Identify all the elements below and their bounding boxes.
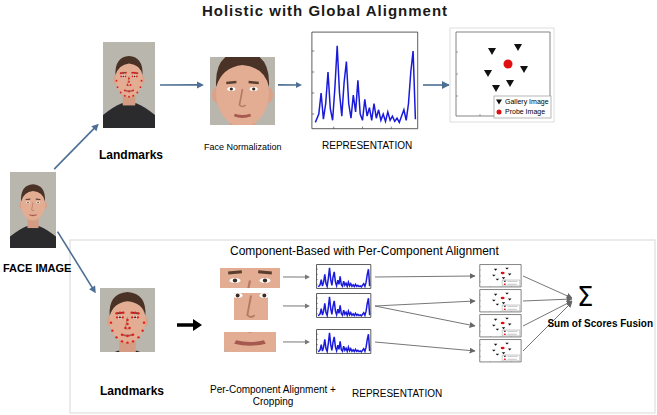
image-node: Landmarks xyxy=(103,42,155,128)
legend-marker xyxy=(497,110,502,115)
landmark-photo xyxy=(103,42,155,128)
free-label: Σ xyxy=(577,282,593,313)
illustration-part xyxy=(375,301,475,306)
legend-frame xyxy=(494,96,551,118)
histogram-plot xyxy=(312,32,418,129)
node-label: Per-Component Alignment + Cropping xyxy=(198,384,348,408)
arrow-head xyxy=(91,124,98,131)
connector-arrow xyxy=(160,81,204,88)
node-label: Face Normalization xyxy=(204,142,282,153)
illustration-part xyxy=(523,299,572,301)
arrow-head xyxy=(296,82,302,88)
image-node: Per-Component Alignment + Cropping xyxy=(220,266,280,356)
histogram-plot xyxy=(317,330,371,354)
arrow-head xyxy=(305,275,310,280)
free-label: Component-Based with Per-Component Align… xyxy=(230,244,499,258)
flow-arrow xyxy=(423,84,449,86)
section-frame xyxy=(70,240,655,413)
score-arrows xyxy=(375,276,572,351)
connector-line xyxy=(283,341,306,342)
connector-line xyxy=(177,323,195,327)
image-node: REPRESENTATION xyxy=(313,262,372,356)
arrow-head xyxy=(89,286,96,294)
face-photo xyxy=(10,172,56,248)
connector-arrow xyxy=(283,275,310,280)
legend-marker xyxy=(496,100,502,105)
connector-arrow xyxy=(283,303,310,308)
normalized-face xyxy=(192,25,294,185)
image-node: FACE IMAGE xyxy=(10,172,56,248)
scatter-frame xyxy=(450,28,554,122)
arrow-head xyxy=(197,81,204,88)
node-label: REPRESENTATION xyxy=(322,140,412,152)
scatter-plot xyxy=(480,265,521,287)
arrow-head xyxy=(305,339,310,344)
scatter-plot xyxy=(480,290,521,312)
free-label: Sum of Scores Fusion xyxy=(547,318,653,330)
illustration-part xyxy=(523,276,572,298)
connector-arrow xyxy=(54,124,99,169)
connector-line xyxy=(283,276,306,277)
node-label: Landmarks xyxy=(99,148,163,162)
connector-line xyxy=(160,84,198,86)
node-label: FACE IMAGE xyxy=(3,262,71,275)
scatter-plot xyxy=(480,315,521,337)
connector-line xyxy=(54,128,95,169)
arrow-head xyxy=(193,319,202,331)
scatter-plot xyxy=(480,340,521,362)
image-node: Landmarks xyxy=(100,288,155,352)
legend-text: Probe Image xyxy=(505,108,545,116)
node-label: Landmarks xyxy=(100,384,164,398)
arrow-head xyxy=(305,303,310,308)
legend-text: Gallery Image xyxy=(505,98,549,106)
illustration-part xyxy=(375,342,475,351)
histogram-plot xyxy=(317,294,371,318)
connector-line xyxy=(58,232,93,289)
connector-line xyxy=(283,305,306,306)
landmark-photo xyxy=(93,275,162,382)
illustration-part xyxy=(375,306,475,326)
histogram-plot xyxy=(317,265,371,289)
illustration-part xyxy=(375,276,475,277)
connector-arrow xyxy=(177,319,202,331)
connector-arrow xyxy=(278,82,302,88)
node-label: REPRESENTATION xyxy=(352,388,442,400)
connector-line xyxy=(278,84,297,86)
image-node: REPRESENTATION xyxy=(305,30,420,135)
image-node: Face Normalization xyxy=(210,57,275,125)
connector-arrow xyxy=(283,339,310,344)
diagram-title: Holistic with Global Alignment xyxy=(160,2,490,20)
